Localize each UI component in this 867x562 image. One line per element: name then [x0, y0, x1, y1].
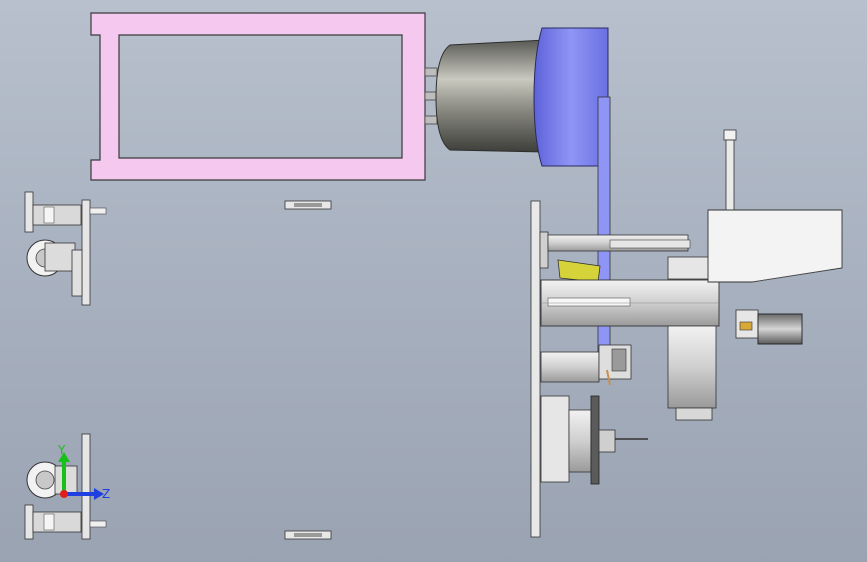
foot-pad-bottom[interactable] — [284, 530, 332, 540]
motor-shaft-stubs — [424, 67, 438, 125]
servo-motor[interactable] — [735, 309, 803, 345]
motor-flange[interactable] — [533, 27, 609, 167]
coordinate-triad-icon: Y Z — [57, 443, 110, 501]
horizontal-rail[interactable] — [547, 234, 691, 252]
yellow-bracket[interactable] — [557, 259, 601, 283]
right-housing[interactable] — [707, 209, 843, 283]
main-cylinder[interactable] — [540, 279, 720, 327]
caster-assembly-top[interactable] — [24, 191, 107, 306]
axis-label-z: Z — [102, 487, 110, 501]
pink-frame[interactable] — [90, 12, 426, 181]
lower-spindle[interactable] — [540, 395, 648, 485]
axis-label-y: Y — [57, 443, 66, 457]
lower-cylinder[interactable] — [540, 344, 632, 386]
motor-body[interactable] — [435, 39, 546, 153]
foot-pad-top[interactable] — [284, 200, 332, 210]
spindle-housing[interactable] — [667, 256, 719, 421]
